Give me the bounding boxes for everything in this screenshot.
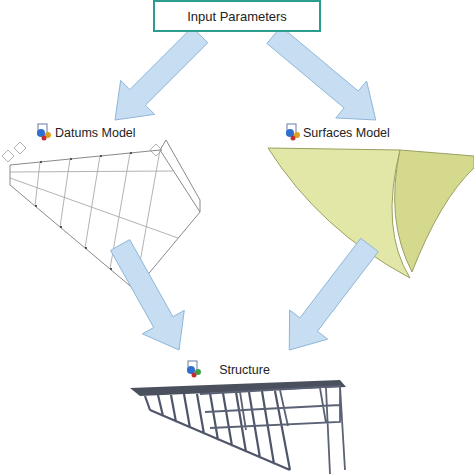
box-title: Input Parameters — [155, 9, 319, 24]
model-node: Datums Model — [30, 122, 200, 242]
datums-wireframe — [2, 140, 200, 290]
catia-icons — [37, 124, 300, 378]
part-icon — [286, 124, 300, 141]
structure-ribs — [145, 391, 290, 470]
structure-frame — [200, 386, 345, 474]
structure-model — [130, 380, 346, 474]
wing-outline — [10, 150, 200, 290]
block-arrow — [111, 240, 185, 350]
model-title: Surfaces Model — [303, 126, 474, 140]
input-box: Input Parameters — [153, 0, 321, 32]
block-arrow — [115, 27, 208, 120]
datum-planes — [2, 142, 162, 162]
fin-surface — [395, 150, 474, 272]
part-icon — [187, 361, 201, 378]
model-title: Datums Model — [55, 126, 200, 140]
fin-outline — [160, 140, 200, 212]
block-arrow — [289, 238, 378, 350]
model-title: Structure — [139, 363, 350, 377]
part-icon — [37, 124, 51, 141]
wing-grid — [10, 150, 178, 290]
block-arrow — [267, 27, 376, 120]
model-node: Structure — [125, 352, 350, 474]
wing-surface — [268, 148, 410, 278]
model-node: Surfaces Model — [265, 122, 474, 242]
